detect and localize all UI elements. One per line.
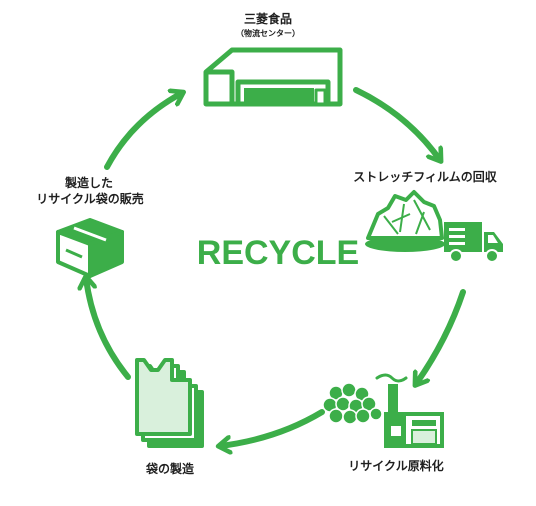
arrow-material-to-bags	[220, 409, 325, 446]
factory-icon	[375, 373, 444, 448]
truck-icon	[444, 222, 503, 263]
factory-pellets-icon	[322, 373, 444, 448]
label-bag-making: 袋の製造	[145, 462, 194, 476]
center-title: RECYCLE	[196, 234, 360, 272]
film-pile-icon	[366, 190, 444, 240]
label-bag-sales-line1: 製造した	[64, 176, 113, 190]
arrow-bags-to-sales	[86, 278, 131, 380]
cardboard-box-icon	[56, 218, 124, 278]
plastic-bags-icon	[135, 358, 204, 448]
warehouse-icon	[203, 47, 343, 107]
label-food-center: 三菱食品	[243, 12, 292, 26]
pellets-icon	[322, 382, 383, 425]
arrow-sales-to-center	[104, 93, 182, 170]
arrow-collection-to-material	[416, 289, 466, 384]
sublabel-food-center: （物流センター）	[236, 29, 300, 38]
cycle-arrows	[86, 87, 466, 446]
label-film-collection: ストレッチフィルムの回収	[353, 170, 497, 184]
label-bag-sales-line2: リサイクル袋の販売	[36, 192, 144, 206]
film-pile-truck-icon	[365, 190, 503, 263]
arrow-center-to-collection	[353, 87, 440, 160]
label-recycled-material: リサイクル原料化	[348, 459, 444, 473]
